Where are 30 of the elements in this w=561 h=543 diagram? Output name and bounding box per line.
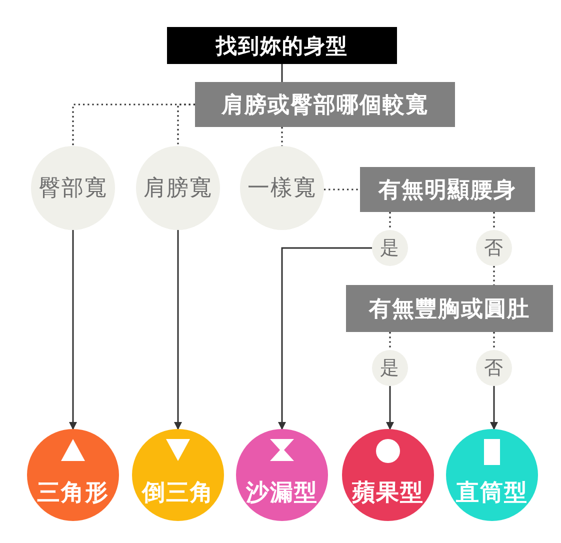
title-box: 找到妳的身型 xyxy=(167,27,397,64)
connector-line xyxy=(493,266,495,285)
answer-circle: 否 xyxy=(476,230,512,266)
answer-circle: 臀部寬 xyxy=(31,146,115,230)
answer-circle: 肩膀寬 xyxy=(136,146,220,230)
question-box: 肩膀或臀部哪個較寬 xyxy=(195,82,455,127)
answer-circle: 是 xyxy=(372,230,408,266)
connector-line xyxy=(493,212,495,230)
connector-line xyxy=(324,188,360,190)
result-label: 三角形 xyxy=(36,479,110,508)
arrow xyxy=(174,230,182,430)
answer-circle: 一樣寬 xyxy=(240,146,324,230)
connector-line xyxy=(389,332,391,350)
connector-line xyxy=(177,104,195,146)
arrow xyxy=(490,386,498,430)
question-box: 有無明顯腰身 xyxy=(360,167,535,212)
connector-line xyxy=(389,212,391,230)
result-label: 沙漏型 xyxy=(244,479,319,508)
question-box: 有無豐胸或圓肚 xyxy=(346,285,553,332)
connector-line xyxy=(281,127,283,146)
arrow xyxy=(278,247,372,430)
arrow xyxy=(69,230,77,430)
answer-circle: 否 xyxy=(476,350,512,386)
connector-line xyxy=(281,64,283,82)
answer-circle: 是 xyxy=(372,350,408,386)
connector-line xyxy=(493,332,495,350)
result-label: 蘋果型 xyxy=(350,479,425,508)
arrow xyxy=(386,386,394,430)
result-label: 直筒型 xyxy=(455,479,529,508)
result-label: 倒三角 xyxy=(140,479,215,508)
